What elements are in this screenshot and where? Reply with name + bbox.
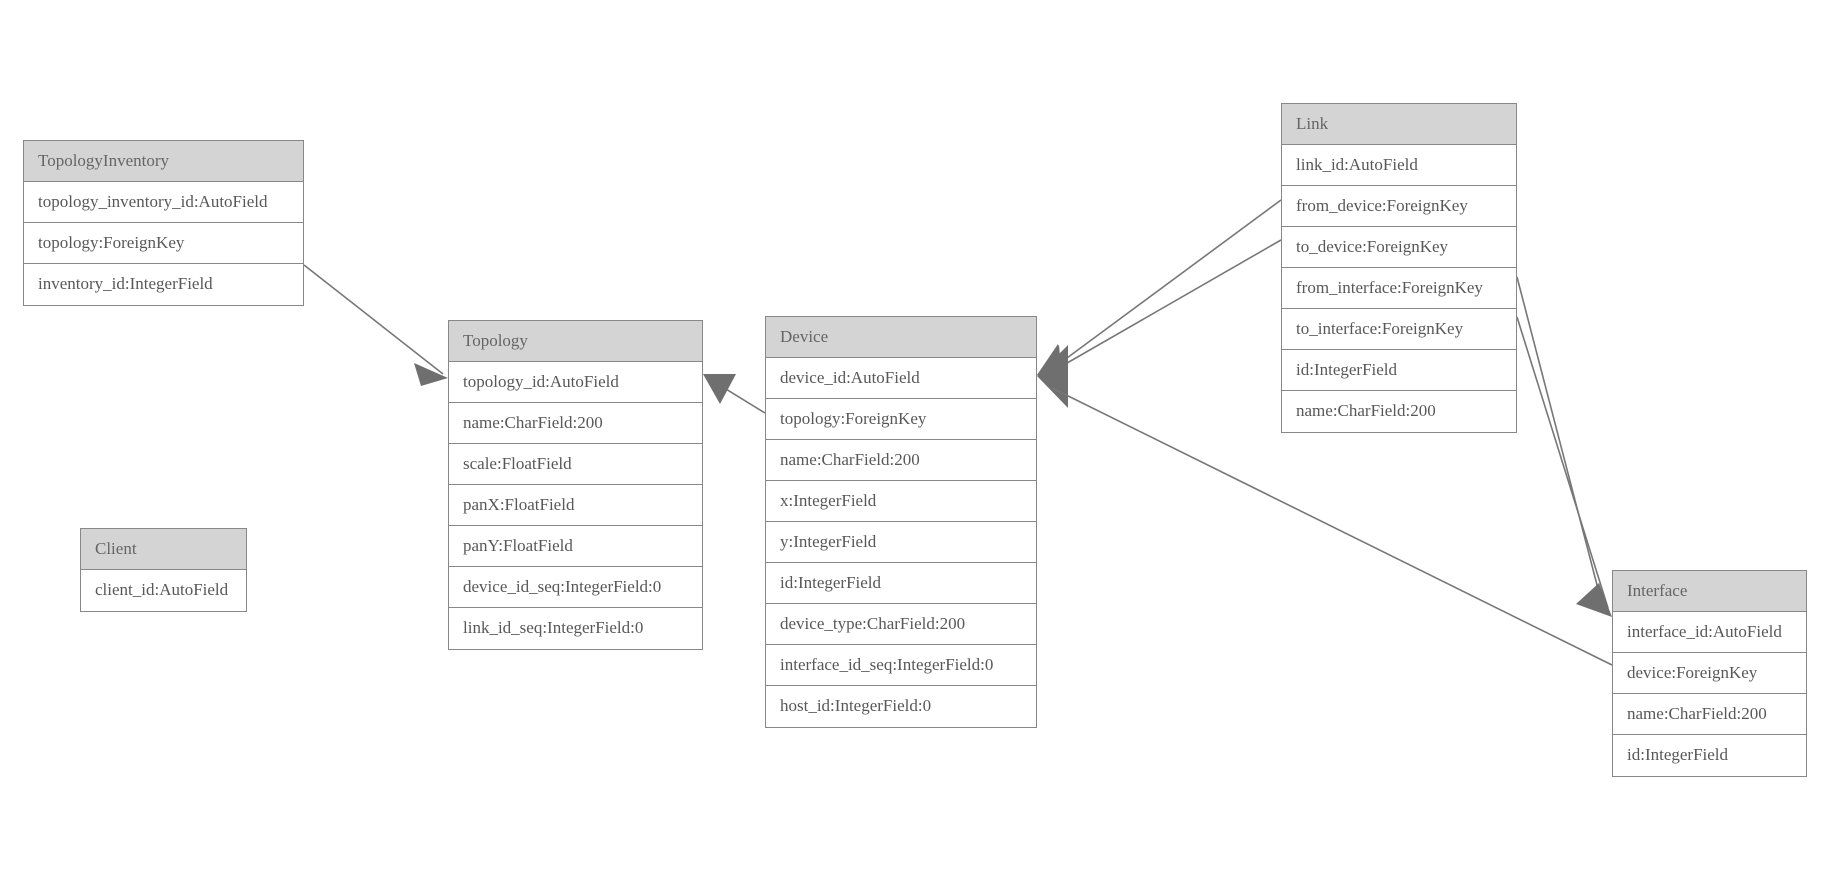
field-row[interactable]: scale:FloatField [449, 444, 702, 485]
field-row[interactable]: name:CharField:200 [1282, 391, 1516, 432]
field-row[interactable]: y:IntegerField [766, 522, 1036, 563]
relation-link-from-device [1037, 199, 1282, 378]
entity-client[interactable]: Client client_id:AutoField [80, 528, 247, 612]
field-row[interactable]: device_id_seq:IntegerField:0 [449, 567, 702, 608]
entity-topologyinventory[interactable]: TopologyInventory topology_inventory_id:… [23, 140, 304, 306]
field-row[interactable]: to_interface:ForeignKey [1282, 309, 1516, 350]
relation-link-to-device [1037, 239, 1282, 377]
entity-title-topology: Topology [449, 321, 702, 362]
field-row[interactable]: from_interface:ForeignKey [1282, 268, 1516, 309]
relation-topologyinventory-topology [303, 264, 448, 386]
field-row[interactable]: link_id_seq:IntegerField:0 [449, 608, 702, 649]
field-row[interactable]: device_id:AutoField [766, 358, 1036, 399]
field-row[interactable]: link_id:AutoField [1282, 145, 1516, 186]
field-row[interactable]: client_id:AutoField [81, 570, 246, 611]
field-row[interactable]: from_device:ForeignKey [1282, 186, 1516, 227]
relation-link-to-interface [1516, 316, 1612, 617]
entity-title-interface: Interface [1613, 571, 1806, 612]
entity-title-device: Device [766, 317, 1036, 358]
field-row[interactable]: device:ForeignKey [1613, 653, 1806, 694]
relation-link-from-interface [1516, 276, 1604, 609]
field-row[interactable]: device_type:CharField:200 [766, 604, 1036, 645]
field-row[interactable]: interface_id_seq:IntegerField:0 [766, 645, 1036, 686]
field-row[interactable]: id:IntegerField [1282, 350, 1516, 391]
entity-title-client: Client [81, 529, 246, 570]
entity-topology[interactable]: Topology topology_id:AutoField name:Char… [448, 320, 703, 650]
field-row[interactable]: topology_inventory_id:AutoField [24, 182, 303, 223]
field-row[interactable]: to_device:ForeignKey [1282, 227, 1516, 268]
field-row[interactable]: x:IntegerField [766, 481, 1036, 522]
entity-title-link: Link [1282, 104, 1516, 145]
entity-title-topologyinventory: TopologyInventory [24, 141, 303, 182]
field-row[interactable]: panY:FloatField [449, 526, 702, 567]
field-row[interactable]: id:IntegerField [766, 563, 1036, 604]
entity-device[interactable]: Device device_id:AutoField topology:Fore… [765, 316, 1037, 728]
field-row[interactable]: interface_id:AutoField [1613, 612, 1806, 653]
field-row[interactable]: inventory_id:IntegerField [24, 264, 303, 305]
field-row[interactable]: topology:ForeignKey [766, 399, 1036, 440]
field-row[interactable]: name:CharField:200 [1613, 694, 1806, 735]
field-row[interactable]: host_id:IntegerField:0 [766, 686, 1036, 727]
relation-device-topology [703, 374, 766, 414]
field-row[interactable]: topology:ForeignKey [24, 223, 303, 264]
entity-link[interactable]: Link link_id:AutoField from_device:Forei… [1281, 103, 1517, 433]
field-row[interactable]: panX:FloatField [449, 485, 702, 526]
field-row[interactable]: id:IntegerField [1613, 735, 1806, 776]
field-row[interactable]: topology_id:AutoField [449, 362, 702, 403]
field-row[interactable]: name:CharField:200 [449, 403, 702, 444]
field-row[interactable]: name:CharField:200 [766, 440, 1036, 481]
entity-interface[interactable]: Interface interface_id:AutoField device:… [1612, 570, 1807, 777]
relation-arrowhead-cluster-device [1037, 345, 1068, 408]
